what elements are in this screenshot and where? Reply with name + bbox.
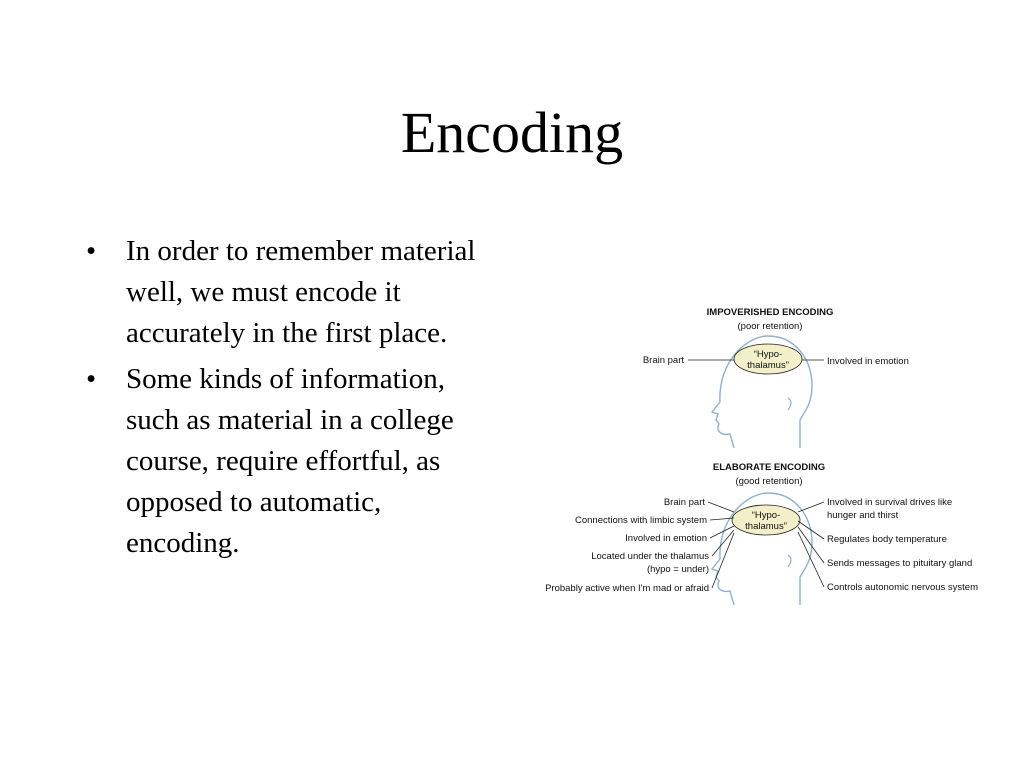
connector-line bbox=[709, 525, 735, 539]
elaborate-right-label: Regulates body temperature bbox=[827, 534, 947, 545]
connector-line bbox=[797, 526, 825, 564]
bullet-text: Some kinds of information, such as mater… bbox=[126, 363, 454, 559]
bullet-item: • Some kinds of information, such as mat… bbox=[86, 359, 496, 564]
hypothalamus-oval bbox=[731, 504, 801, 536]
head-bottom-face bbox=[710, 558, 735, 606]
hypothalamus-oval bbox=[733, 343, 803, 375]
elaborate-right-label: Sends messages to pituitary gland bbox=[827, 558, 972, 569]
connector-line bbox=[797, 520, 825, 540]
hypothalamus-bottom: “Hypo-thalamus” bbox=[731, 504, 801, 536]
connector-line bbox=[711, 532, 735, 589]
elaborate-left-label: Probably active when I'm mad or afraid bbox=[545, 583, 709, 594]
connector-line bbox=[709, 517, 735, 521]
bullet-list: • In order to remember material well, we… bbox=[86, 231, 496, 569]
impoverished-subheading: (poor retention) bbox=[738, 321, 803, 332]
hypothalamus-label: thalamus” bbox=[745, 521, 787, 532]
elaborate-heading: ELABORATE ENCODING bbox=[713, 462, 825, 473]
bullet-dot: • bbox=[86, 235, 97, 267]
head-bottom-outline bbox=[719, 492, 813, 605]
head-top-outline bbox=[719, 335, 813, 448]
connector-line bbox=[707, 501, 735, 513]
hypothalamus-label: “Hypo- bbox=[754, 349, 783, 360]
bullet-item: • In order to remember material well, we… bbox=[86, 231, 496, 354]
head-top-face bbox=[710, 401, 735, 449]
elaborate-left-label: Connections with limbic system bbox=[575, 515, 707, 526]
impoverished-left-label: Brain part bbox=[643, 355, 685, 366]
hypothalamus-top: “Hypo-thalamus” bbox=[733, 343, 803, 375]
impoverished-heading: IMPOVERISHED ENCODING bbox=[707, 307, 834, 318]
impoverished-right-label: Involved in emotion bbox=[827, 356, 909, 367]
elaborate-left-label: Brain part bbox=[664, 497, 706, 508]
bullet-text: In order to remember material well, we m… bbox=[126, 235, 476, 349]
elaborate-left-label: Located under the thalamus bbox=[591, 551, 709, 562]
elaborate-right-label: Involved in survival drives like bbox=[827, 497, 952, 508]
connector-line bbox=[797, 531, 825, 588]
elaborate-left-label: Involved in emotion bbox=[625, 533, 707, 544]
connector-line bbox=[797, 501, 825, 513]
elaborate-right-label: Controls autonomic nervous system bbox=[827, 582, 978, 593]
hypothalamus-label: “Hypo- bbox=[752, 510, 781, 521]
elaborate-left-label: (hypo = under) bbox=[647, 564, 709, 575]
head-bottom-ear bbox=[787, 554, 792, 568]
head-top-ear bbox=[787, 397, 792, 411]
connector-line bbox=[711, 529, 735, 557]
hypothalamus-label: thalamus” bbox=[747, 360, 789, 371]
elaborate-right-label: hunger and thirst bbox=[827, 510, 899, 521]
elaborate-subheading: (good retention) bbox=[735, 476, 802, 487]
slide-title: Encoding bbox=[400, 100, 624, 165]
bullet-dot: • bbox=[86, 363, 97, 395]
